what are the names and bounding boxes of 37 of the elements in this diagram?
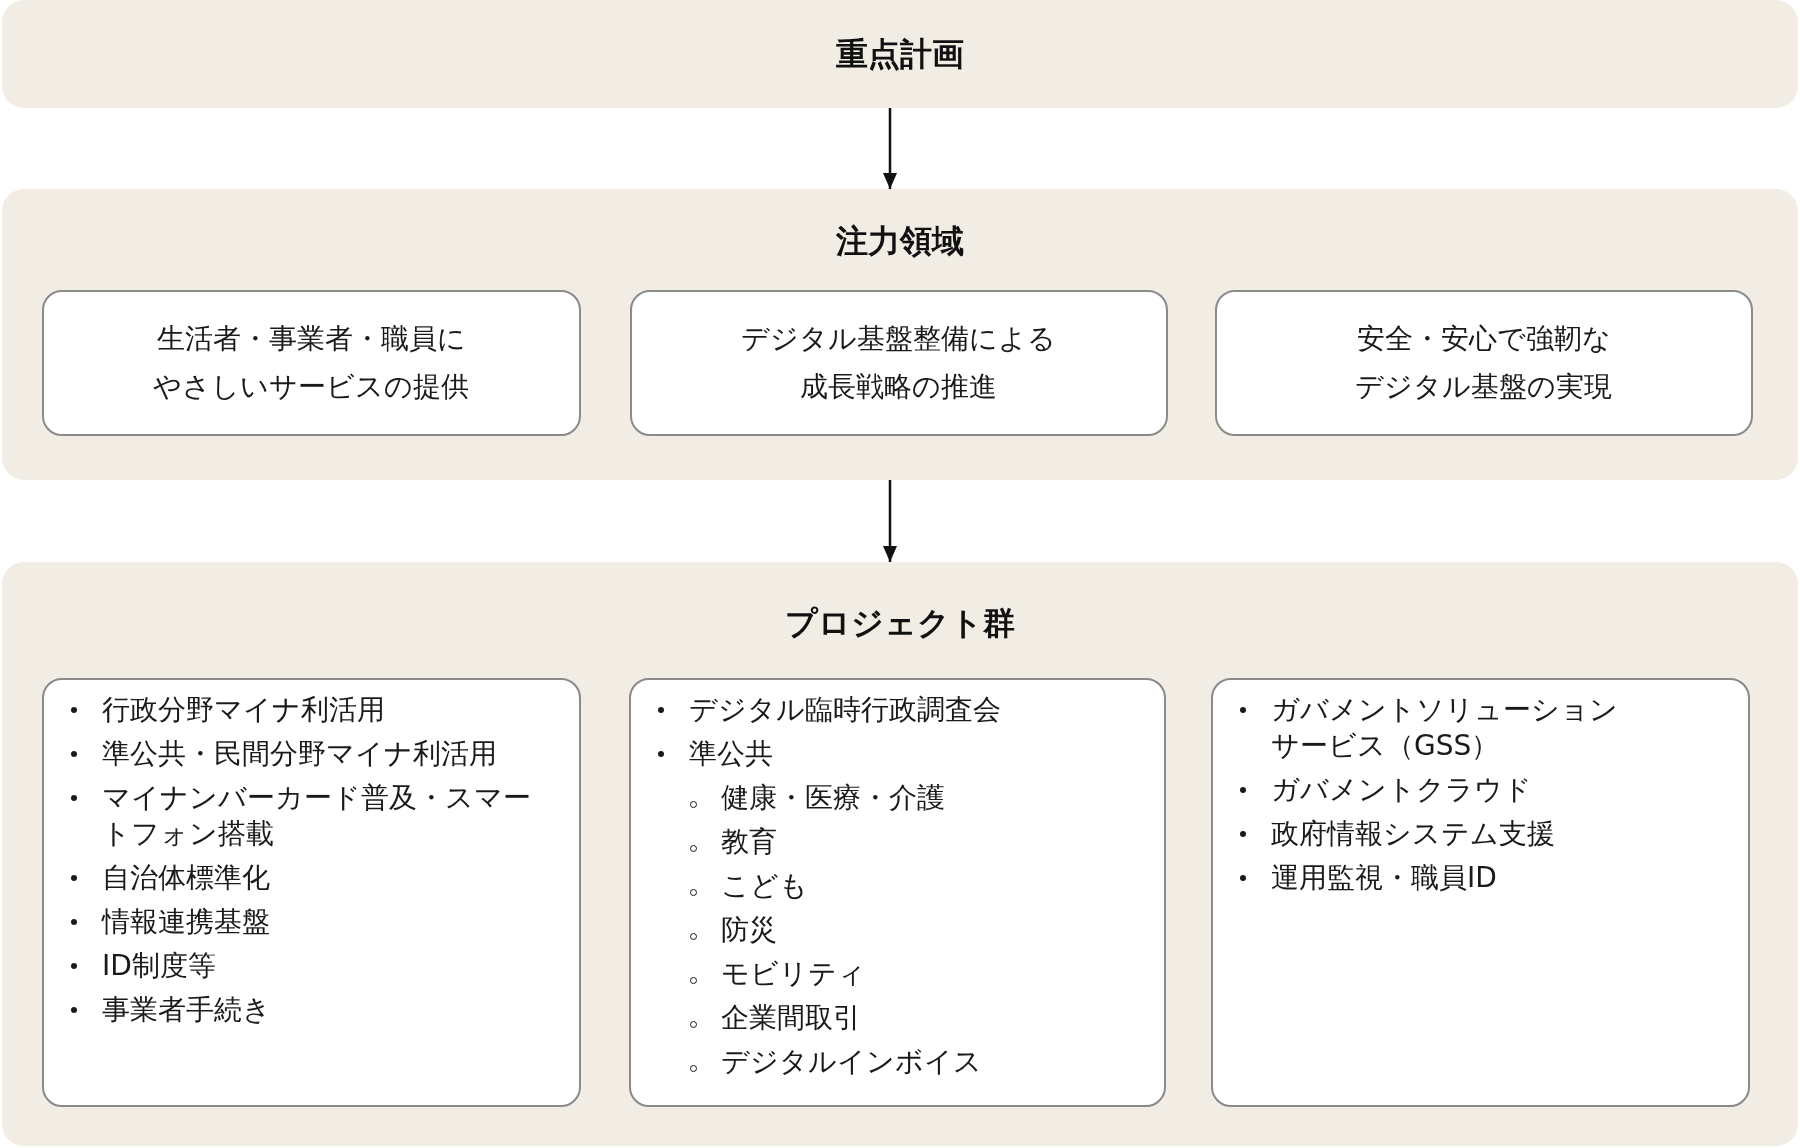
band-heading: 注力領域 bbox=[836, 221, 964, 262]
card-text: デジタル基盤整備による成長戦略の推進 bbox=[740, 321, 1058, 405]
list-item-text: 政府情報システム支援 bbox=[1271, 815, 1555, 852]
list-item-text: 運用監視・職員ID bbox=[1271, 859, 1497, 896]
list-item-text: こども bbox=[721, 867, 808, 904]
project-list-panel bbox=[629, 678, 1166, 1107]
list-item-text: マイナンバーカード普及・スマートフォン搭載 bbox=[102, 779, 532, 852]
project-list-panel bbox=[42, 678, 581, 1107]
card-text: 安全・安心で強靭なデジタル基盤の実現 bbox=[1354, 321, 1614, 405]
list-item-text: 自治体標準化 bbox=[102, 859, 270, 896]
section-band bbox=[2, 0, 1798, 108]
list-item-text: デジタル臨時行政調査会 bbox=[689, 691, 1001, 728]
list-item-text: 防災 bbox=[721, 911, 777, 948]
list-item-text: 事業者手続き bbox=[102, 991, 271, 1028]
list-item-text: 準公共・民間分野マイナ利活用 bbox=[102, 735, 497, 772]
section-band bbox=[2, 189, 1798, 480]
arrow bbox=[883, 108, 897, 189]
card-text: 生活者・事業者・職員にやさしいサービスの提供 bbox=[152, 321, 471, 405]
list-item-text: ガバメントソリューションサービス（GSS） bbox=[1271, 691, 1619, 764]
focus-area-card bbox=[1215, 290, 1753, 436]
list-item-text: 教育 bbox=[721, 823, 777, 860]
list-item-text: 情報連携基盤 bbox=[102, 903, 270, 940]
list-item-text: 行政分野マイナ利活用 bbox=[102, 691, 385, 728]
focus-area-card bbox=[630, 290, 1168, 436]
focus-area-card bbox=[42, 290, 581, 436]
project-list-panel bbox=[1211, 678, 1750, 1107]
list-item-text: ガバメントクラウド bbox=[1271, 771, 1532, 808]
list-item-text: ID制度等 bbox=[102, 947, 216, 984]
list-item-text: 健康・医療・介護 bbox=[721, 779, 945, 816]
band-heading: プロジェクト群 bbox=[785, 603, 1015, 644]
arrow bbox=[883, 480, 897, 562]
band-heading: 重点計画 bbox=[836, 34, 964, 75]
section-band bbox=[2, 562, 1798, 1146]
list-item-text: モビリティ bbox=[721, 955, 866, 992]
list-item-text: 準公共 bbox=[689, 735, 773, 772]
list-item-text: デジタルインボイス bbox=[721, 1043, 982, 1080]
list-item-text: 企業間取引 bbox=[721, 999, 861, 1036]
